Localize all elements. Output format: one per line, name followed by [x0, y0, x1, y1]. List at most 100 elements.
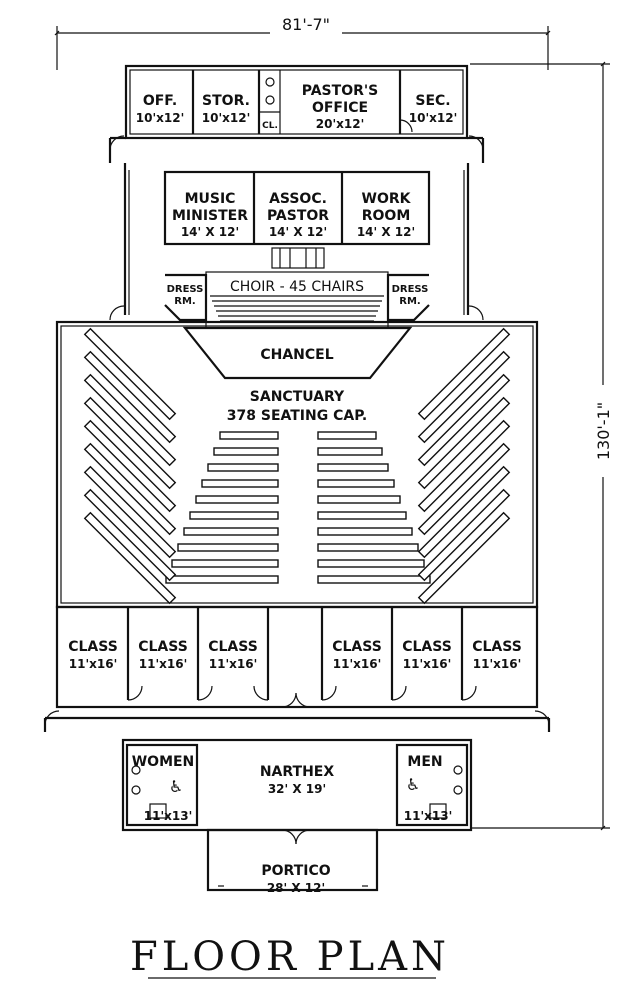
wheelchair-icon: ♿: [169, 777, 183, 796]
assoc-pastor-label-1: ASSOC.: [269, 191, 327, 207]
classroom-2: CLASS 11'x16': [138, 639, 188, 671]
office-label: OFF.: [143, 93, 177, 109]
choir-label: CHOIR - 45 CHAIRS: [230, 279, 364, 295]
sanctuary-label: SANCTUARY: [250, 389, 345, 405]
pew: [219, 431, 279, 440]
music-minister-size: 14' X 12': [181, 225, 239, 239]
music-minister-room: MUSIC MINISTER 14' X 12': [172, 191, 248, 239]
mens-restroom: MEN ♿ 11'x13': [395, 743, 469, 827]
pew: [417, 419, 511, 513]
height-dimension: 130'-1": [470, 61, 613, 831]
pew: [189, 511, 279, 520]
pew: [183, 527, 279, 536]
women-size: 11'x13': [144, 809, 193, 823]
pew: [83, 327, 177, 421]
sanctuary-room: SANCTUARY 378 SEATING CAP.: [227, 389, 367, 424]
pew: [83, 488, 177, 582]
pew: [317, 479, 395, 488]
music-minister-label-1: MUSIC: [185, 191, 236, 207]
closet-room: CL.: [259, 70, 281, 134]
classroom-6-label: CLASS: [472, 639, 522, 655]
pew: [317, 527, 413, 536]
womens-restroom: WOMEN ♿ 11'x13': [125, 743, 199, 827]
width-dimension: 81'-7": [54, 14, 551, 70]
pew: [207, 463, 279, 472]
narthex-room: NARTHEX 32' X 19': [260, 764, 335, 796]
classroom-1-size: 11'x16': [69, 657, 118, 671]
classroom-5-label: CLASS: [402, 639, 452, 655]
work-room-label-1: WORK: [362, 191, 412, 207]
pew: [417, 488, 511, 582]
classroom-6: CLASS 11'x16': [472, 639, 522, 671]
pew: [317, 511, 407, 520]
classroom-2-label: CLASS: [138, 639, 188, 655]
door-swings: [44, 135, 550, 845]
classroom-4-size: 11'x16': [333, 657, 382, 671]
classroom-3-label: CLASS: [208, 639, 258, 655]
pew: [83, 396, 177, 490]
women-label: WOMEN: [132, 754, 195, 770]
pew: [201, 479, 279, 488]
storage-label: STOR.: [202, 93, 250, 109]
pew: [317, 543, 419, 552]
assoc-pastor-room: ASSOC. PASTOR 14' X 12': [267, 191, 329, 239]
pew: [165, 575, 279, 584]
music-minister-label-2: MINISTER: [172, 208, 248, 224]
wheelchair-icon: ♿: [406, 775, 420, 794]
pew: [417, 465, 511, 559]
work-room-label-2: ROOM: [362, 208, 411, 224]
classrooms-left: [126, 607, 270, 701]
dress-right-label-2: RM.: [399, 296, 420, 307]
pew: [83, 350, 177, 444]
pew: [213, 447, 279, 456]
pew: [317, 559, 425, 568]
dress-room-right: DRESS RM.: [386, 273, 430, 322]
work-room-size: 14' X 12': [357, 225, 415, 239]
pew: [317, 447, 383, 456]
pew: [83, 373, 177, 467]
portico-label: PORTICO: [261, 863, 330, 879]
dress-left-label-2: RM.: [174, 296, 195, 307]
pew: [417, 511, 511, 605]
pew: [417, 350, 511, 444]
secretary-label: SEC.: [415, 93, 450, 109]
sanctuary-pews: [83, 327, 511, 605]
classrooms-right: [320, 607, 477, 701]
sanctuary-capacity: 378 SEATING CAP.: [227, 408, 367, 424]
pastors-office-label-2: OFFICE: [312, 100, 368, 116]
narthex-size: 32' X 19': [268, 782, 326, 796]
assoc-pastor-size: 14' X 12': [269, 225, 327, 239]
work-room: WORK ROOM 14' X 12': [357, 191, 415, 239]
closet-label: CL.: [262, 121, 278, 131]
pew: [83, 419, 177, 513]
office-room: OFF. 10'x12': [136, 70, 195, 134]
pew: [195, 495, 279, 504]
plan-title-text: FLOOR PLAN: [130, 934, 450, 980]
storage-room: STOR. 10'x12': [202, 70, 261, 134]
pew: [417, 442, 511, 536]
classroom-4: CLASS 11'x16': [332, 639, 382, 671]
classroom-5: CLASS 11'x16': [402, 639, 452, 671]
chancel-area: CHANCEL: [182, 326, 413, 380]
pew: [417, 396, 511, 490]
pew: [171, 559, 279, 568]
choir-area: CHOIR - 45 CHAIRS: [205, 247, 389, 329]
pew: [177, 543, 279, 552]
middle-offices: [163, 170, 431, 246]
pew: [83, 442, 177, 536]
plan-title: FLOOR PLAN: [130, 934, 450, 980]
pew: [417, 327, 511, 421]
classroom-3-size: 11'x16': [209, 657, 258, 671]
dress-left-label-1: DRESS: [167, 284, 204, 295]
dress-right-label-1: DRESS: [392, 284, 429, 295]
pastors-office-label-1: PASTOR'S: [302, 83, 379, 99]
pew: [83, 511, 177, 605]
classroom-5-size: 11'x16': [403, 657, 452, 671]
classroom-3: CLASS 11'x16': [208, 639, 258, 671]
narthex-label: NARTHEX: [260, 764, 335, 780]
pew: [417, 373, 511, 467]
men-size: 11'x13': [404, 809, 453, 823]
classroom-6-size: 11'x16': [473, 657, 522, 671]
exterior-walls: [43, 64, 551, 892]
